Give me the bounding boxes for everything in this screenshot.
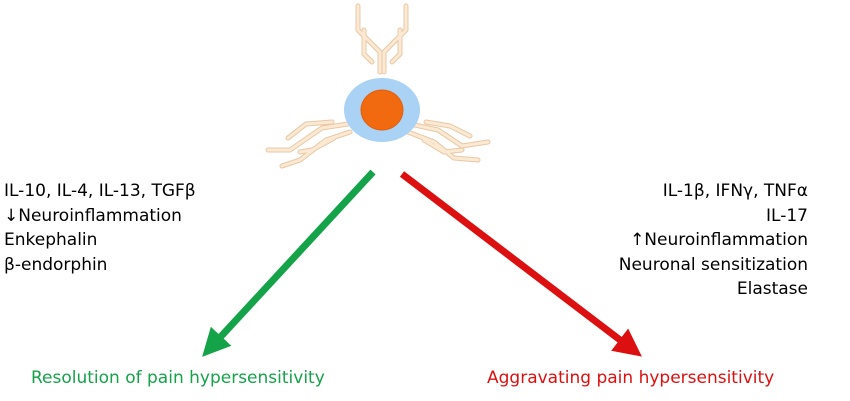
factor-line: ↑Neuroinflammation — [630, 230, 808, 250]
factor-line: Neuronal sensitization — [618, 254, 808, 275]
receptor-left — [265, 119, 353, 169]
factor-line: β-endorphin — [4, 254, 108, 275]
factor-line: Elastase — [736, 279, 808, 299]
pro-inflammatory-factor-list: IL-1β, IFNγ, TNFα IL-17 ↑Neuroinflammati… — [619, 179, 808, 302]
resolution-outcome-label: Resolution of pain hypersensitivity — [31, 368, 325, 388]
immune-cell-icon — [265, 3, 491, 169]
cell-nucleus — [360, 89, 404, 131]
aggravating-outcome-label: Aggravating pain hypersensitivity — [487, 368, 775, 388]
resolution-arrow-icon — [202, 169, 376, 357]
factor-line: ↓Neuroinflammation — [4, 205, 182, 226]
factor-line: IL-17 — [766, 205, 808, 226]
factor-line: Enkephalin — [4, 230, 98, 250]
receptor-top — [355, 3, 409, 75]
aggravating-arrow-icon — [399, 171, 642, 357]
receptor-right — [405, 119, 491, 163]
factor-line: IL-1β, IFNγ, TNFα — [662, 181, 808, 201]
anti-inflammatory-factor-list: IL-10, IL-4, IL-13, TGFβ ↓Neuroinflammat… — [4, 179, 196, 277]
factor-line: IL-10, IL-4, IL-13, TGFβ — [4, 181, 196, 201]
